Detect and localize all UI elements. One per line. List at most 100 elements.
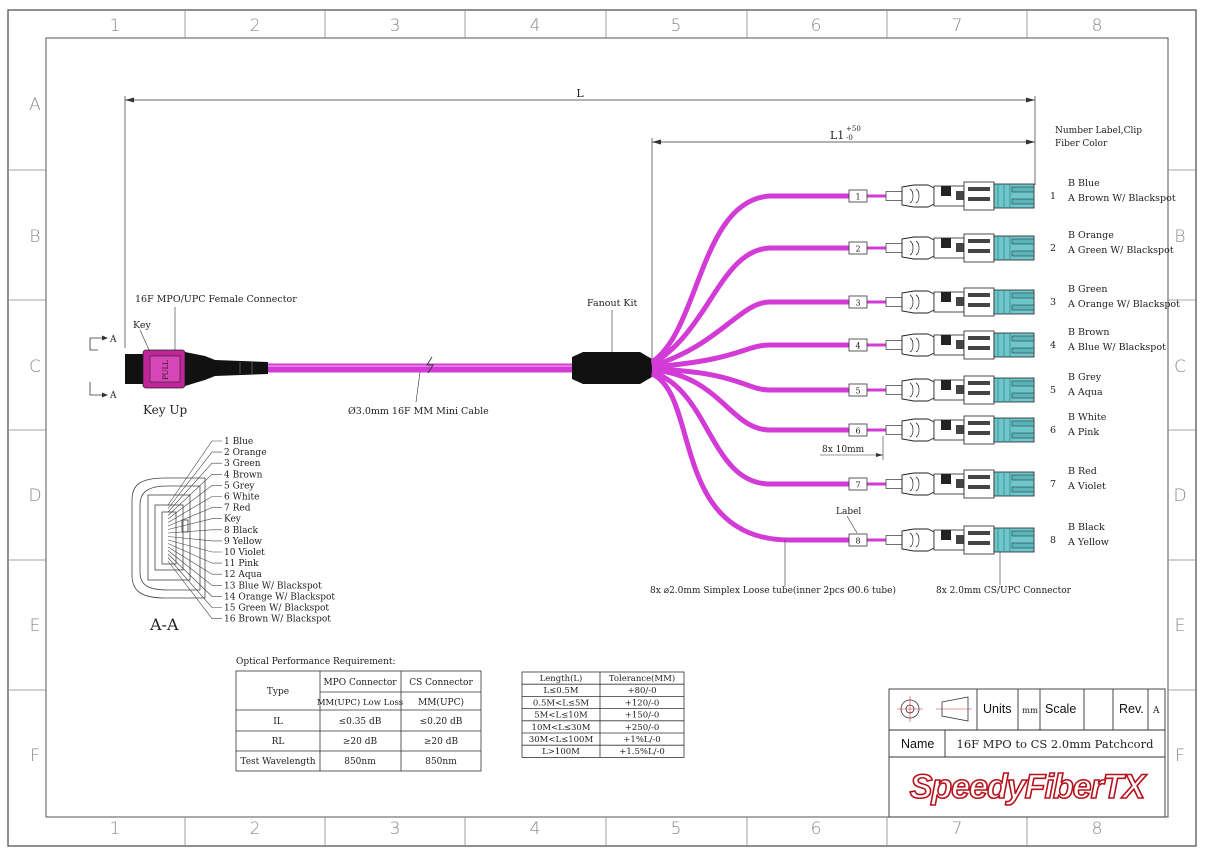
- number-label-text: 1: [855, 193, 860, 202]
- fiber-list-item: 16 Brown W/ Blackspot: [167, 560, 331, 625]
- fiber-list-item: 3 Green: [167, 459, 261, 513]
- leg-tube-1: [650, 193, 850, 365]
- zone-row-c-right: C: [1174, 357, 1186, 377]
- key-label: Key: [133, 320, 151, 331]
- inner-frame: [45, 37, 1169, 818]
- zone-col-6-bottom: 6: [811, 819, 822, 839]
- number-label-line-1: Number Label,Clip: [1055, 126, 1142, 136]
- optical-wl-label: Test Wavelength: [240, 757, 315, 767]
- section-title: A-A: [149, 615, 179, 634]
- leg-number: 8: [1050, 535, 1056, 546]
- cable-label: Ø3.0mm 16F MM Mini Cable: [348, 406, 489, 417]
- fiber-list-label: 11 Pink: [224, 559, 259, 569]
- tol-length-cell: L>100M: [542, 747, 580, 757]
- zone-labels: 1 2 3 4 5 6 7 8 1 2 3 4 5 6 7 8 A B C D …: [28, 16, 1186, 839]
- fanout-label: Fanout Kit: [587, 298, 638, 309]
- fiber-list-label: 15 Green W/ Blackspot: [224, 604, 329, 614]
- fiber-list-item: 11 Pink: [167, 543, 259, 569]
- leg-tube-2: [650, 245, 850, 367]
- zone-col-8-bottom: 8: [1092, 819, 1103, 839]
- projection-symbol: [897, 696, 972, 722]
- zone-dividers: [8, 10, 1196, 846]
- optical-sub-mpo: MM(UPC) Low Loss: [317, 697, 403, 708]
- section-markers: [89, 335, 108, 398]
- fiber-list-item: 12 Aqua: [167, 546, 262, 580]
- leg-a-color: A Orange W/ Blackspot: [1067, 299, 1180, 310]
- label-callout: Label: [836, 507, 861, 517]
- zone-row-b-right: B: [1174, 227, 1185, 247]
- leg-a-color: A Brown W/ Blackspot: [1067, 193, 1176, 204]
- zone-col-7-top: 7: [952, 16, 963, 36]
- number-label-text: 7: [855, 481, 860, 490]
- number-label-clip: [848, 533, 868, 547]
- zone-col-5-bottom: 5: [671, 819, 682, 839]
- tol-header-length: Length(L): [540, 673, 583, 684]
- fiber-list-item: Key: [167, 515, 242, 530]
- tol-value-cell: +120/-0: [625, 698, 660, 708]
- cs-connector: [885, 375, 1035, 405]
- cs-connector: [885, 287, 1035, 317]
- fiber-list-item: 8 Black: [167, 526, 258, 536]
- optical-table-grid: [235, 670, 482, 772]
- number-label-clip: [848, 241, 868, 255]
- leg-number: 6: [1050, 425, 1056, 436]
- fiber-list-label: 7 Red: [224, 504, 251, 514]
- zone-col-1-bottom: 1: [110, 819, 121, 839]
- leg-b-color: B Brown: [1068, 327, 1110, 338]
- zone-row-e-right: E: [1175, 616, 1186, 636]
- zone-col-8-top: 8: [1092, 16, 1103, 36]
- tol-length-cell: L≤0.5M: [544, 686, 579, 696]
- optical-rl-cs: ≥20 dB: [424, 737, 459, 747]
- leg-a-color: A Pink: [1067, 427, 1099, 438]
- fiber-list-label: 9 Yellow: [224, 537, 262, 547]
- cs-connector: [885, 330, 1035, 360]
- cs-connector: [885, 181, 1035, 211]
- leg-number: 3: [1050, 297, 1056, 308]
- number-label-clip: [848, 189, 868, 203]
- dim-l1-label: L1: [830, 129, 844, 142]
- leg-tube-3: [651, 299, 850, 369]
- fiber-list-label: 2 Orange: [224, 448, 267, 458]
- fiber-list-item: 9 Yellow: [167, 536, 262, 547]
- number-label-line-2: Fiber Color: [1055, 139, 1108, 149]
- leg-tube-5: [651, 366, 850, 393]
- rev-label: Rev.: [1119, 702, 1144, 716]
- leg-a-color: A Aqua: [1067, 387, 1103, 398]
- zone-col-6-top: 6: [811, 16, 822, 36]
- number-label-text: 6: [855, 427, 860, 436]
- optical-sub-cs: MM(UPC): [418, 697, 464, 708]
- fiber-list-label: 3 Green: [224, 459, 261, 469]
- number-label-clip: [848, 383, 868, 397]
- zone-row-e-left: E: [30, 616, 41, 636]
- name-value: 16F MPO to CS 2.0mm Patchcord: [957, 737, 1155, 751]
- mpo-connector-label: 16F MPO/UPC Female Connector: [135, 294, 297, 305]
- tolerance-table: Length(L)Tolerance(MM)L≤0.5M+80/-00.5M<L…: [521, 671, 685, 758]
- fiber-list-item: 2 Orange: [167, 448, 267, 509]
- leg-a-color: A Violet: [1067, 481, 1106, 492]
- optical-rl-label: RL: [272, 737, 285, 747]
- units-label: Units: [983, 702, 1011, 716]
- zone-col-1-top: 1: [110, 16, 121, 36]
- leg-tube-4: [651, 342, 850, 370]
- optical-il-cs: ≤0.20 dB: [420, 717, 463, 727]
- dim-l1-tol-minus: -0: [846, 134, 853, 142]
- optical-header-mpo: MPO Connector: [323, 678, 397, 688]
- section-marker-top: A: [109, 335, 117, 345]
- break-symbol: [426, 356, 434, 374]
- number-label-text: 3: [855, 299, 860, 308]
- leg-b-color: B Red: [1068, 466, 1097, 477]
- optical-il-mpo: ≤0.35 dB: [339, 717, 382, 727]
- section-marker-bottom: A: [109, 391, 117, 401]
- leg-number: 2: [1050, 243, 1056, 254]
- tol-length-cell: 5M<L≤10M: [534, 711, 588, 721]
- leg-b-color: B Green: [1068, 284, 1108, 295]
- leg-3: 3 3 B Green A Orange W/ Blackspot: [848, 284, 1180, 317]
- optical-il-label: IL: [273, 717, 283, 727]
